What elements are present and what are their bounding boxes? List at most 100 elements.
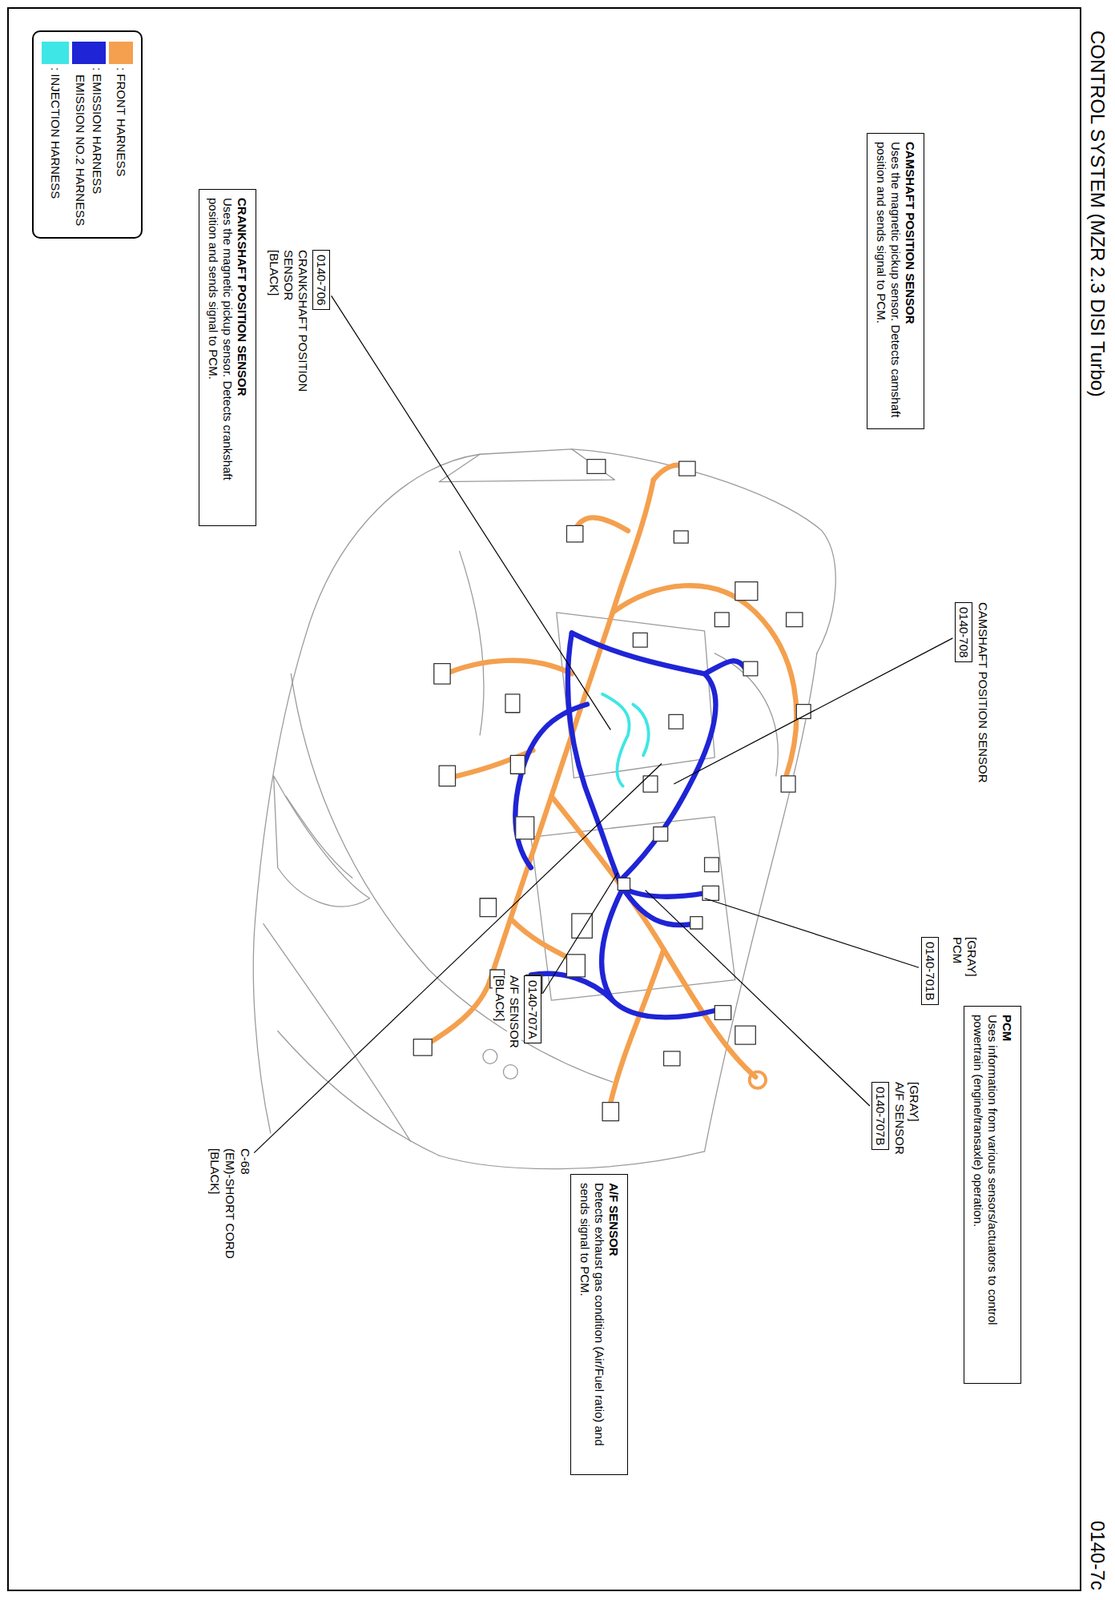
callout-group: [GRAY]PCM0140-701B: [921, 937, 979, 1006]
connector: [735, 1026, 756, 1045]
connector: [704, 857, 720, 873]
connector: [510, 755, 525, 774]
legend-row: : INJECTION HARNESS: [41, 41, 69, 226]
leader-line: [543, 873, 619, 995]
connector: [714, 1006, 731, 1021]
part-name: [BLACK]: [266, 249, 282, 297]
harness-branch: [632, 704, 649, 757]
connector: [664, 1051, 681, 1067]
harness-branch: [515, 704, 587, 869]
connector: [479, 898, 496, 918]
windshield-line: [438, 449, 615, 483]
part-name: (EM)-SHORT CORD: [222, 1148, 238, 1260]
connector: [571, 913, 592, 939]
callout-group: 0140-707AA/F SENSOR[BLACK]: [492, 975, 542, 1049]
body-outline: [253, 449, 836, 1170]
part-name: [GRAY]: [964, 937, 979, 978]
leader-line: [673, 638, 953, 785]
leader-line: [331, 295, 612, 730]
connector: [690, 917, 703, 930]
description-box: A/F SENSORDetects exhaust gas condition …: [570, 1174, 628, 1476]
harness-branch: [704, 660, 746, 674]
legend-text: : FRONT HARNESS: [113, 67, 129, 177]
connector: [668, 714, 684, 729]
bumper-line: [277, 1030, 439, 1156]
page-number: 0140-7c: [1086, 1521, 1109, 1591]
harness-branch: [449, 750, 534, 778]
engine-outline: [531, 817, 736, 1001]
description-body: Detects exhaust gas condition (Air/Fuel …: [577, 1183, 607, 1467]
leader-line: [704, 898, 920, 968]
headlight: [285, 796, 353, 878]
connector: [587, 459, 606, 475]
leader-lines: [253, 295, 953, 1153]
legend-row: : EMISSION HARNESS: [88, 41, 106, 226]
callout-group: 0140-706CRANKSHAFT POSITION SENSOR[BLACK…: [266, 249, 331, 411]
connector: [515, 817, 535, 840]
description-heading: PCM: [999, 1014, 1015, 1376]
callout-group: CAMSHAFT POSITION SENSOR0140-708: [954, 602, 991, 784]
legend-text: EMISSION NO.2 HARNESS: [73, 67, 89, 226]
description-box: CRANKSHAFT POSITION SENSORUses the magne…: [198, 189, 257, 527]
harness-branch: [551, 796, 756, 1078]
legend-row: : FRONT HARNESS: [108, 41, 133, 226]
connector: [714, 612, 729, 628]
connectors: [413, 459, 811, 1122]
bumper-line: [438, 1151, 705, 1170]
callout-number: 0140-707B: [871, 1082, 890, 1151]
bolt: [483, 1049, 498, 1064]
harness-branch: [531, 974, 613, 1001]
connector: [434, 664, 451, 685]
callout-group: [GRAY]A/F SENSOR0140-707B: [871, 1082, 922, 1156]
connector: [735, 582, 758, 601]
part-name: CRANKSHAFT POSITION SENSOR: [281, 249, 310, 411]
connector: [643, 776, 658, 793]
page-frame: [8, 8, 1081, 1591]
legend-swatch: [88, 41, 106, 65]
connector: [438, 765, 455, 786]
hood-line: [479, 449, 836, 654]
legend-swatch: [72, 41, 89, 65]
emission-harness: [515, 632, 745, 1018]
part-name: CAMSHAFT POSITION SENSOR: [975, 602, 991, 784]
description-box: CAMSHAFT POSITION SENSORUses the magneti…: [866, 132, 925, 430]
harness-loop: [567, 632, 624, 889]
legend-swatch: [41, 41, 69, 65]
connector: [780, 776, 796, 793]
hood-edge: [290, 673, 613, 1083]
connector: [602, 1102, 619, 1122]
fender-line: [704, 653, 818, 1152]
injection-harness: [602, 694, 649, 787]
description-heading: CAMSHAFT POSITION SENSOR: [902, 141, 918, 421]
harness-branch: [602, 694, 629, 787]
harness-branch: [610, 949, 664, 1103]
page-title: CONTROL SYSTEM (MZR 2.3 DISI Turbo): [1086, 30, 1109, 398]
description-body: Uses information from various sensors/ac…: [970, 1014, 1000, 1376]
connector: [413, 1039, 432, 1056]
vehicle-drawing: [253, 449, 836, 1170]
front-harness: [423, 465, 797, 1103]
callout-number: 0140-708: [954, 602, 973, 663]
connector: [566, 525, 583, 542]
connector: [786, 612, 803, 628]
part-name: A/F SENSOR: [507, 975, 522, 1049]
part-name: [GRAY]: [906, 1082, 922, 1123]
bumper-line: [263, 924, 411, 1143]
part-name: PCM: [949, 937, 965, 964]
connector: [743, 661, 758, 677]
legend-text: : EMISSION HARNESS: [90, 67, 105, 194]
connector: [632, 632, 648, 648]
harness-branch: [601, 888, 715, 1018]
description-body: Uses the magnetic pickup sensor. Detects…: [205, 197, 235, 518]
leader-line: [253, 763, 662, 1153]
description-box: PCMUses information from various sensors…: [963, 1006, 1022, 1385]
harness-branch: [423, 980, 491, 1047]
harness-branch: [441, 660, 572, 677]
ring-terminal: [749, 1071, 766, 1088]
harness-loop: [571, 632, 717, 878]
description-heading: CRANKSHAFT POSITION SENSOR: [234, 197, 250, 518]
legend-row: EMISSION NO.2 HARNESS: [72, 41, 89, 226]
bolt: [503, 1065, 518, 1080]
